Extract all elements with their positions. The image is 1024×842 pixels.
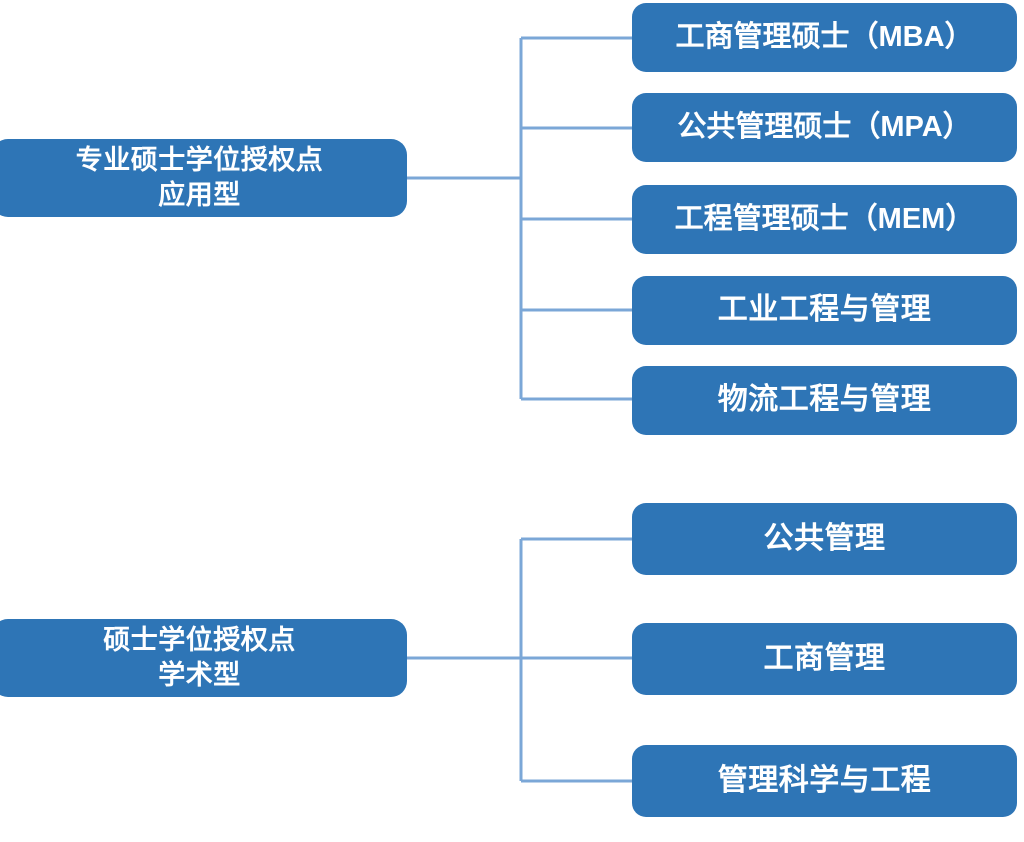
leaf-node-mpa[interactable]: 公共管理硕士（MPA）: [632, 93, 1017, 162]
parent-node-applied-professional-master[interactable]: 专业硕士学位授权点 应用型: [0, 139, 407, 217]
leaf-node-mem-label: 工程管理硕士（MEM）: [674, 202, 975, 235]
leaf-node-management-science-engineering[interactable]: 管理科学与工程: [632, 745, 1017, 817]
parent-node-academic-label: 硕士学位授权点 学术型: [103, 625, 296, 690]
leaf-node-industrial-engineering-label: 工业工程与管理: [717, 293, 932, 327]
leaf-node-logistics-engineering[interactable]: 物流工程与管理: [632, 366, 1017, 435]
leaf-node-logistics-engineering-label: 物流工程与管理: [717, 383, 932, 417]
leaf-node-industrial-engineering[interactable]: 工业工程与管理: [632, 276, 1017, 345]
leaf-node-public-administration[interactable]: 公共管理: [632, 503, 1017, 575]
leaf-node-management-science-engineering-label: 管理科学与工程: [717, 763, 932, 797]
parent-node-applied-label: 专业硕士学位授权点 应用型: [75, 145, 324, 210]
leaf-node-public-administration-label: 公共管理: [763, 521, 886, 555]
leaf-node-mba[interactable]: 工商管理硕士（MBA）: [632, 3, 1017, 72]
leaf-node-business-administration[interactable]: 工商管理: [632, 623, 1017, 695]
leaf-node-mpa-label: 公共管理硕士（MPA）: [677, 110, 972, 143]
leaf-node-business-administration-label: 工商管理: [763, 641, 886, 675]
leaf-node-mem[interactable]: 工程管理硕士（MEM）: [632, 185, 1017, 254]
leaf-node-mba-label: 工商管理硕士（MBA）: [675, 20, 974, 53]
parent-node-academic-master[interactable]: 硕士学位授权点 学术型: [0, 619, 407, 697]
